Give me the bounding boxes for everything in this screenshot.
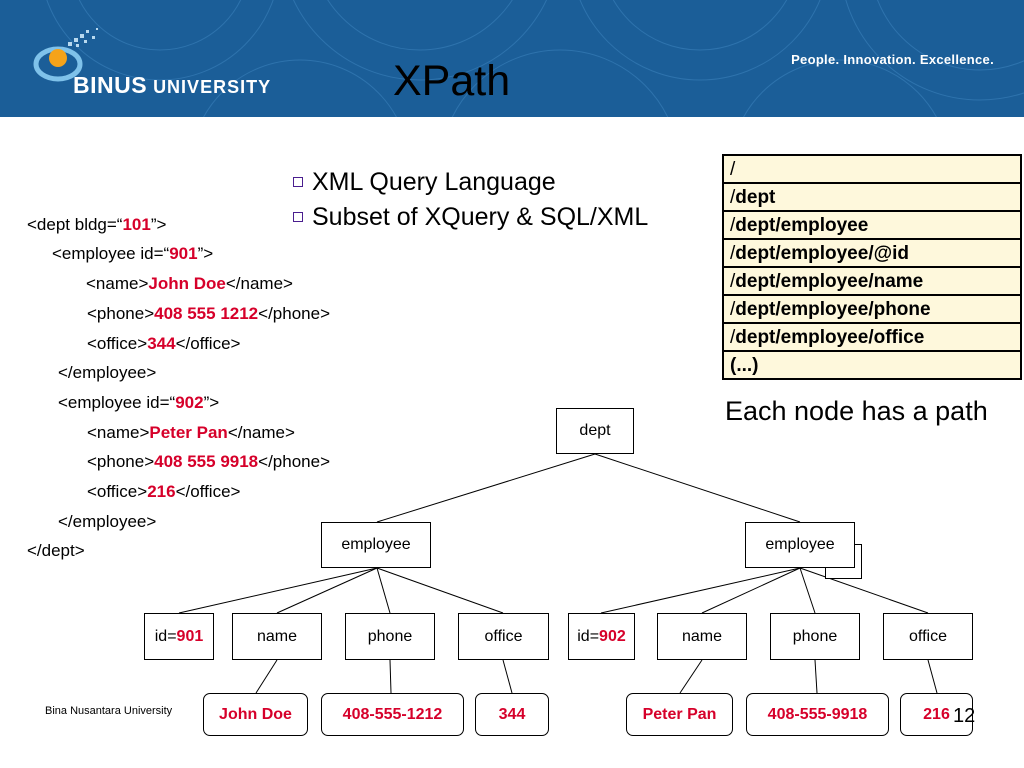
edge-line (679, 659, 703, 694)
path-cell: /dept/employee (722, 210, 1022, 240)
xml-line: <name>Peter Pan</name> (87, 423, 295, 442)
path-cell: (...) (722, 350, 1022, 380)
tree-node-name: name (657, 613, 747, 660)
edge-line (600, 567, 801, 614)
tree-leaf-value: 408-555-1212 (321, 693, 464, 736)
path-cell: /dept/employee/office (722, 322, 1022, 352)
tree-leaf-value: 344 (475, 693, 549, 736)
table-row: /dept/employee/@id (722, 238, 1022, 268)
tree-node-employee: employee (321, 522, 431, 568)
binus-logo-icon (33, 28, 98, 82)
xml-line: </employee> (58, 512, 157, 531)
edge-line (502, 659, 513, 694)
edge-line (376, 567, 391, 614)
edge-line (927, 659, 938, 694)
tree-leaf-value: Peter Pan (626, 693, 733, 736)
table-caption: Each node has a path (725, 396, 988, 426)
xml-line: <phone>408 555 1212</phone> (87, 304, 330, 323)
xml-line: <phone>408 555 9918</phone> (87, 452, 330, 471)
bullet-square-icon (293, 177, 303, 187)
bullet-item: Subset of XQuery & SQL/XML (293, 205, 648, 230)
tree-leaf-value: 216 (900, 693, 973, 736)
tree-node-office: office (458, 613, 549, 660)
xml-line: <name>John Doe</name> (86, 274, 293, 293)
bullet-square-icon (293, 212, 303, 222)
bullet-text: Subset of XQuery & SQL/XML (312, 203, 649, 231)
footer-institution: Bina Nusantara University (45, 705, 173, 717)
tree-leaf-value: 408-555-9918 (746, 693, 889, 736)
path-cell: /dept/employee/@id (722, 238, 1022, 268)
tree-node-id: id=901 (144, 613, 214, 660)
tree-node-office: office (883, 613, 973, 660)
tree-leaf-value: John Doe (203, 693, 308, 736)
table-row: (...) (722, 350, 1022, 380)
edge-line (376, 453, 596, 523)
xml-line: </employee> (58, 363, 157, 382)
logo-sub: UNIVERSITY (153, 77, 272, 97)
path-cell: /dept/employee/phone (722, 294, 1022, 324)
xml-line: <office>344</office> (87, 334, 241, 353)
edge-line (799, 567, 816, 614)
xml-line: <office>216</office> (87, 482, 241, 501)
edge-line (799, 567, 929, 614)
table-row: /dept (722, 182, 1022, 212)
edge-line (376, 567, 504, 614)
tree-node-name: name (232, 613, 322, 660)
xml-line: </dept> (27, 541, 85, 560)
edge-line (276, 567, 378, 614)
xml-line: <employee id=“902”> (58, 393, 220, 412)
table-row: / (722, 154, 1022, 184)
path-cell: / (722, 154, 1022, 184)
edge-line (594, 453, 801, 523)
tree-node-phone: phone (770, 613, 860, 660)
bullet-item: XML Query Language (293, 170, 556, 195)
table-row: /dept/employee/phone (722, 294, 1022, 324)
path-cell: /dept/employee/name (722, 266, 1022, 296)
edge-line (389, 659, 392, 694)
tree-node-employee: employee (745, 522, 855, 568)
path-cell: /dept (722, 182, 1022, 212)
slide-title: XPath (393, 57, 511, 105)
xpath-table: / /dept /dept/employee /dept/employee/@i… (722, 154, 1022, 380)
edge-line (814, 659, 818, 694)
edge-line (255, 659, 278, 694)
edge-line (701, 567, 801, 614)
header-decoration (33, 0, 1024, 117)
tree-node-phone: phone (345, 613, 435, 660)
slogan: People. Innovation. Excellence. (791, 52, 994, 67)
table-row: /dept/employee/office (722, 322, 1022, 352)
xml-line: <dept bldg=“101”> (27, 215, 167, 234)
tree-node-dept: dept (556, 408, 634, 454)
bullet-text: XML Query Language (312, 168, 556, 196)
logo-main: BINUS (73, 72, 148, 98)
table-row: /dept/employee/name (722, 266, 1022, 296)
tree-node-id: id=902 (568, 613, 635, 660)
xml-line: <employee id=“901”> (52, 244, 214, 263)
edge-line (178, 567, 378, 614)
page-number: 12 (953, 705, 976, 727)
table-row: /dept/employee (722, 210, 1022, 240)
